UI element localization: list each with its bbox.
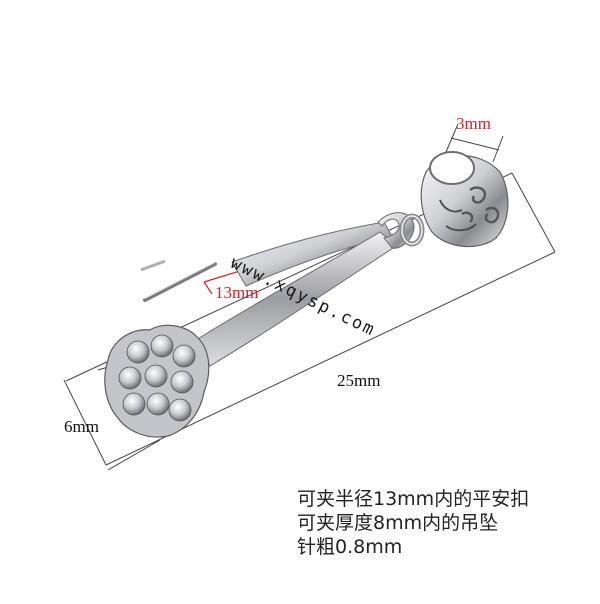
- bail-width-label: 3mm: [456, 114, 491, 133]
- head-width-label: 6mm: [64, 417, 99, 436]
- flower-head: [104, 324, 210, 438]
- clip-opening-label: 13mm: [215, 283, 259, 302]
- product-notes: 可夹半径13mm内的平安扣 可夹厚度8mm内的吊坠 针粗0.8mm: [297, 487, 587, 559]
- total-length-label: 25mm: [337, 371, 381, 390]
- pin: [140, 259, 217, 302]
- note-line: 可夹半径13mm内的平安扣: [297, 488, 530, 510]
- note-line: 针粗0.8mm: [297, 536, 403, 558]
- gem-stones: [118, 334, 196, 422]
- note-line: 可夹厚度8mm内的吊坠: [297, 512, 499, 534]
- filigree-bail: [420, 151, 509, 248]
